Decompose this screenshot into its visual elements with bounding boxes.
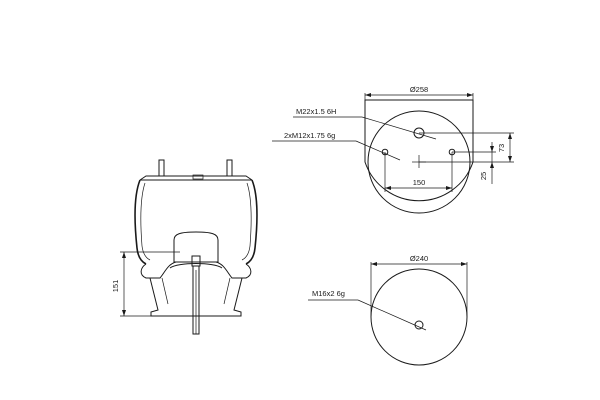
offset-dimensions: 73 25: [419, 132, 514, 184]
bottom-bolt: M16x2 6g: [308, 289, 427, 331]
top-plate-view: Ø258 M22x1.5 6H 2xM12x1.75 6g 150: [272, 85, 514, 214]
top-plate-side: [139, 174, 253, 181]
bottom-diameter-label: Ø240: [410, 254, 428, 263]
top-diameter-label: Ø258: [410, 85, 428, 94]
bottom-bolt-label: M16x2 6g: [312, 289, 345, 298]
top-studs: [157, 159, 234, 177]
stud-spacing-dimension: 150: [384, 152, 453, 192]
bottom-plate-circle: [370, 268, 468, 366]
air-port-label: M22x1.5 6H: [296, 107, 336, 116]
stud-spacing-label: 150: [413, 178, 426, 187]
stud-holes: 2xM12x1.75 6g: [272, 131, 456, 161]
bump-stop: [169, 231, 223, 269]
offset-small-label: 25: [479, 172, 488, 180]
offset-vertical-label: 73: [497, 144, 506, 152]
side-view: 151: [111, 159, 258, 335]
height-label: 151: [111, 280, 120, 293]
height-dimension: 151: [111, 251, 180, 317]
central-bolt: [191, 255, 201, 335]
studs-label: 2xM12x1.75 6g: [284, 131, 335, 140]
bottom-plate-view: Ø240 M16x2 6g: [308, 254, 468, 366]
bellows: [134, 179, 258, 265]
